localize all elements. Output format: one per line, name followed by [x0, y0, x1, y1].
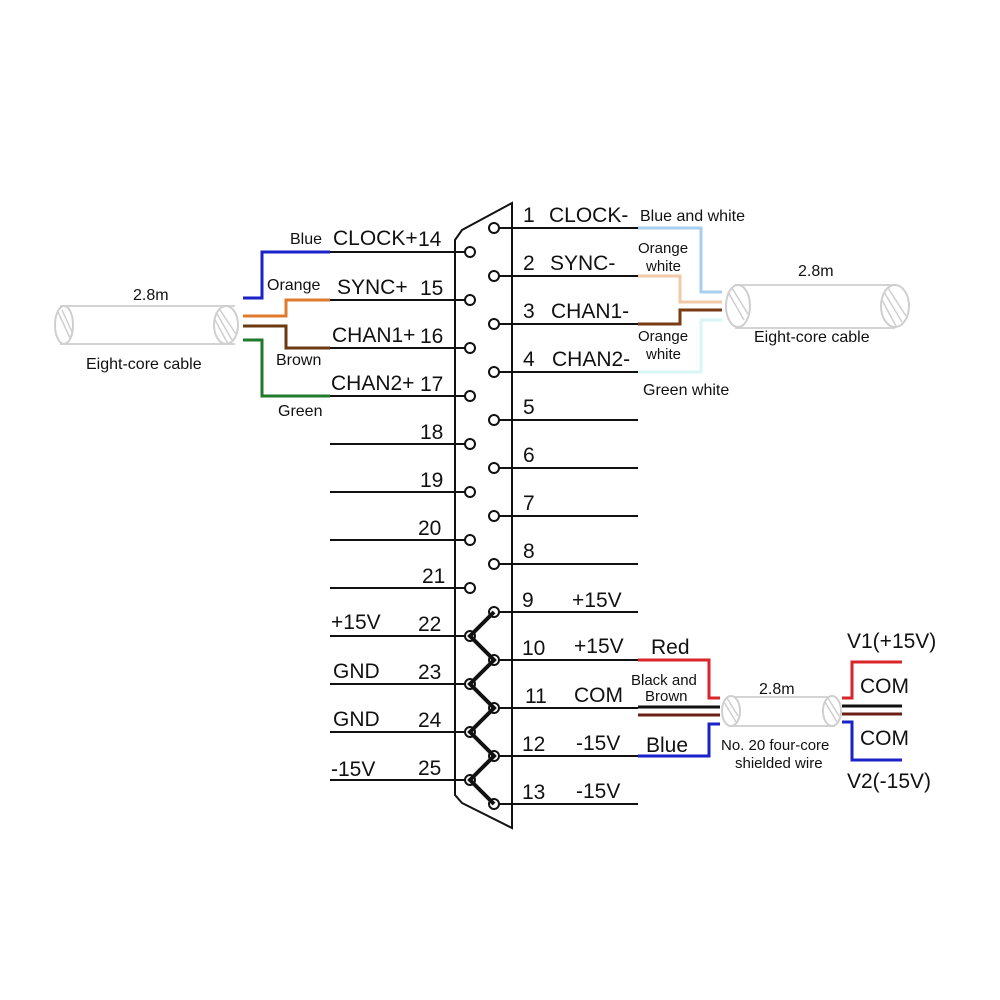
power-cable: 2.8m No. 20 four-core shielded wire [721, 681, 842, 772]
pin-4-number: 4 [523, 348, 535, 371]
right-pin-lines [499, 227, 638, 805]
pin-5-number: 5 [523, 396, 535, 419]
power-supply-wires [842, 660, 902, 762]
right-cable-length: 2.8m [798, 263, 834, 280]
left-pin-labels: CLOCK+ 14 SYNC+ 15 CHAN1+ 16 CHAN2+ 17 1… [331, 227, 445, 781]
right-pin-labels: 1 CLOCK- 2 SYNC- 3 CHAN1- 4 CHAN2- 5 6 7… [522, 204, 630, 804]
power-label-red: Red [651, 636, 690, 659]
right-cable-name: Eight-core cable [754, 329, 870, 346]
wire-brown [243, 324, 330, 350]
supply-wire-blue [842, 720, 902, 762]
pin-21-number: 21 [422, 565, 445, 588]
supply-com-bottom: COM [860, 727, 909, 750]
wire-label-blue-white: Blue and white [640, 208, 745, 225]
pin-2-signal: SYNC- [550, 252, 615, 275]
pin-3-signal: CHAN1- [551, 300, 629, 323]
pin-8-number: 8 [523, 540, 535, 563]
pin-13-signal: -15V [576, 780, 620, 803]
pin-11-signal: COM [574, 684, 623, 707]
pin-22-signal: +15V [331, 611, 381, 634]
pin-25-number: 25 [418, 757, 441, 780]
wire-label-orange-white-2b: white [645, 346, 681, 363]
pin-19-number: 19 [420, 469, 443, 492]
power-supply-labels: V1(+15V) COM COM V2(-15V) [847, 630, 936, 793]
supply-com-top: COM [860, 675, 909, 698]
pin-18-number: 18 [420, 421, 443, 444]
pin-16-number: 16 [420, 325, 443, 348]
pin-3-number: 3 [523, 300, 535, 323]
left-cable: 2.8m Eight-core cable [54, 287, 239, 373]
pin-10-number: 10 [522, 637, 545, 660]
pin-12-number: 12 [522, 733, 545, 756]
right-wire-labels: Blue and white Orange white Orange white… [638, 208, 745, 399]
pin-24-signal: GND [333, 708, 380, 731]
power-label-blue: Blue [646, 734, 688, 757]
left-wire-labels: Blue Orange Brown Green [267, 231, 322, 420]
power-cable-length: 2.8m [759, 681, 795, 698]
pin-25-signal: -15V [331, 758, 375, 781]
pin-20-number: 20 [418, 517, 441, 540]
pin-2-number: 2 [523, 252, 535, 275]
right-cable: 2.8m Eight-core cable [725, 263, 910, 346]
wire-label-blue: Blue [290, 231, 322, 248]
pin-14-signal: CLOCK+ [333, 227, 418, 250]
wire-label-orange: Orange [267, 277, 320, 294]
pin-11-number: 11 [525, 685, 547, 708]
wire-green-white [638, 318, 722, 374]
left-cable-name: Eight-core cable [86, 356, 202, 373]
pin-7-number: 7 [523, 492, 535, 515]
pin-23-signal: GND [333, 660, 380, 683]
pin-23-number: 23 [418, 661, 441, 684]
power-jumper-zigzag [467, 610, 497, 806]
left-wires [243, 250, 330, 398]
pin-15-signal: SYNC+ [337, 276, 408, 299]
wire-label-green: Green [278, 403, 322, 420]
power-wires-connector-side [638, 658, 720, 758]
wire-blue-white [638, 226, 722, 294]
power-cable-name-1: No. 20 four-core [721, 737, 829, 754]
pin-17-signal: CHAN2+ [331, 372, 414, 395]
supply-v1-label: V1(+15V) [847, 630, 936, 653]
connector-shell [454, 201, 513, 830]
right-wires [638, 226, 722, 374]
wire-blue [243, 250, 330, 300]
wire-orange [243, 298, 330, 318]
pin-9-number: 9 [522, 589, 534, 612]
pin-6-number: 6 [523, 444, 535, 467]
pin-17-number: 17 [420, 373, 443, 396]
pin-14-number: 14 [418, 228, 442, 251]
wire-orange-white-2 [638, 308, 722, 326]
pin-12-signal: -15V [576, 732, 620, 755]
left-cable-length: 2.8m [133, 287, 169, 304]
power-wire-red [638, 658, 720, 700]
power-cable-name-2: shielded wire [735, 755, 823, 772]
power-label-black-brown-1: Black and [631, 672, 697, 689]
left-pin-lines [330, 251, 465, 781]
wire-label-orange-white-1b: white [645, 258, 681, 275]
pin-1-number: 1 [523, 204, 535, 227]
pin-15-number: 15 [420, 277, 443, 300]
pin-10-signal: +15V [574, 635, 624, 658]
wire-label-orange-white-1a: Orange [638, 240, 688, 257]
pin-1-signal: CLOCK- [549, 204, 628, 227]
supply-wire-red [842, 660, 902, 700]
pin-13-number: 13 [522, 781, 545, 804]
wire-label-brown: Brown [276, 352, 321, 369]
wire-label-orange-white-2a: Orange [638, 328, 688, 345]
supply-v2-label: V2(-15V) [847, 770, 931, 793]
pin-9-signal: +15V [572, 589, 622, 612]
pin-24-number: 24 [418, 709, 442, 732]
wire-orange-white-1 [638, 274, 722, 304]
power-wire-blue [638, 722, 720, 758]
pin-22-number: 22 [418, 613, 441, 636]
power-wire-labels: Red Black and Brown Blue [631, 636, 697, 757]
pin-16-signal: CHAN1+ [332, 324, 415, 347]
wire-green [243, 338, 330, 398]
wire-label-green-white: Green white [643, 382, 729, 399]
pin-4-signal: CHAN2- [552, 348, 630, 371]
power-label-black-brown-2: Brown [645, 688, 688, 705]
